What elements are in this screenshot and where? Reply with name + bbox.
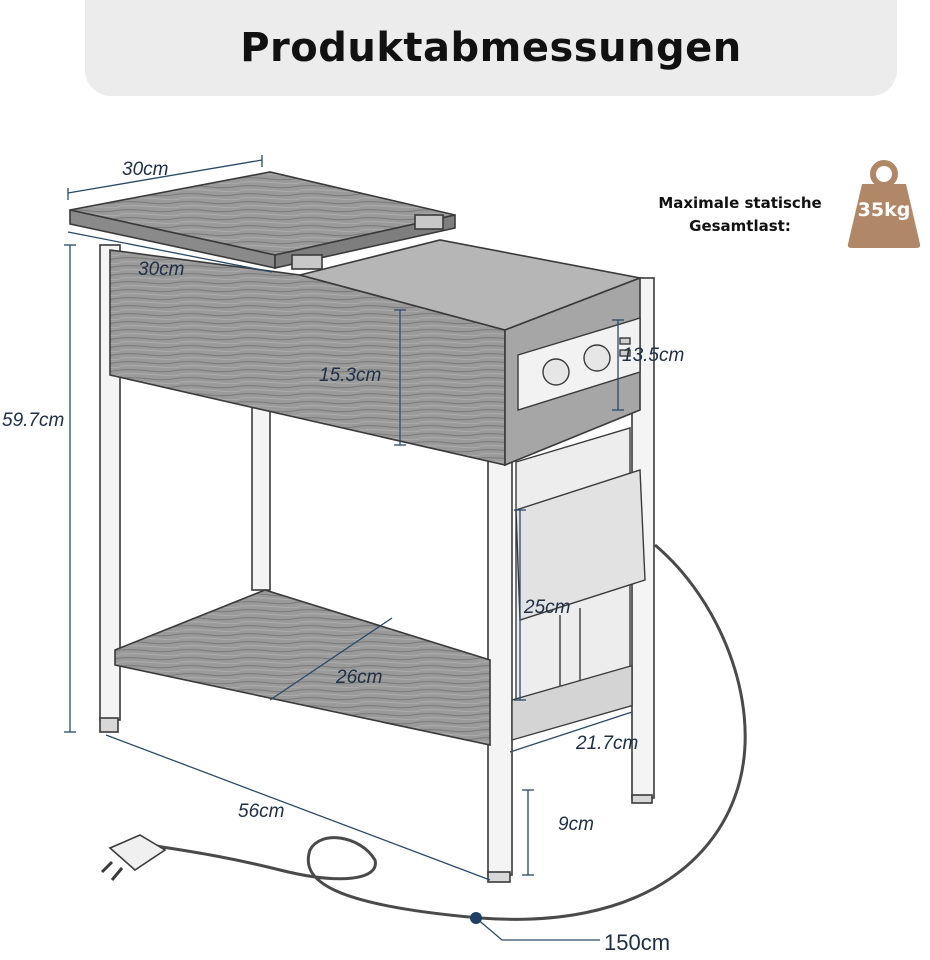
hinge-right	[414, 214, 444, 230]
socket-panel	[517, 317, 641, 411]
max-load-label-line1: Maximale statische	[658, 194, 822, 212]
dim-cable-length: 150cm	[604, 930, 671, 955]
side-pocket	[511, 427, 646, 741]
max-load-value: 35kg	[857, 199, 911, 221]
power-cable	[149, 543, 747, 921]
dim-top-depth: 30cm	[138, 259, 185, 280]
weight-icon	[847, 160, 921, 248]
dim-shelf-depth: 26cm	[336, 667, 383, 688]
dim-leg-clearance: 9cm	[558, 814, 594, 835]
plug-icon	[100, 834, 167, 881]
dim-length: 56cm	[238, 801, 285, 822]
socket-1	[542, 358, 570, 386]
socket-2	[583, 344, 611, 372]
dim-total-height: 59.7cm	[2, 410, 65, 431]
dim-socket-height: 13.5cm	[622, 345, 685, 366]
dim-pocket-width: 21.7cm	[576, 733, 639, 754]
max-load-label: Maximale statische Gesamtlast:	[640, 192, 840, 238]
bottom-shelf	[114, 589, 491, 746]
max-load-label-line2: Gesamtlast:	[689, 217, 791, 235]
title-bar: Produktabmessungen	[85, 0, 897, 96]
usb-port-2	[619, 349, 631, 357]
dimension-lines	[64, 155, 633, 941]
leg-back-left	[251, 404, 271, 591]
dim-top-width: 30cm	[122, 159, 169, 180]
dim-pocket-height: 25cm	[524, 597, 571, 618]
folding-top	[69, 171, 456, 270]
cable-marker	[470, 912, 482, 924]
dim-drawer-height: 15.3cm	[319, 365, 382, 386]
usb-port-1	[619, 337, 631, 345]
hinge-left	[291, 254, 323, 270]
page-title: Produktabmessungen	[240, 25, 742, 71]
